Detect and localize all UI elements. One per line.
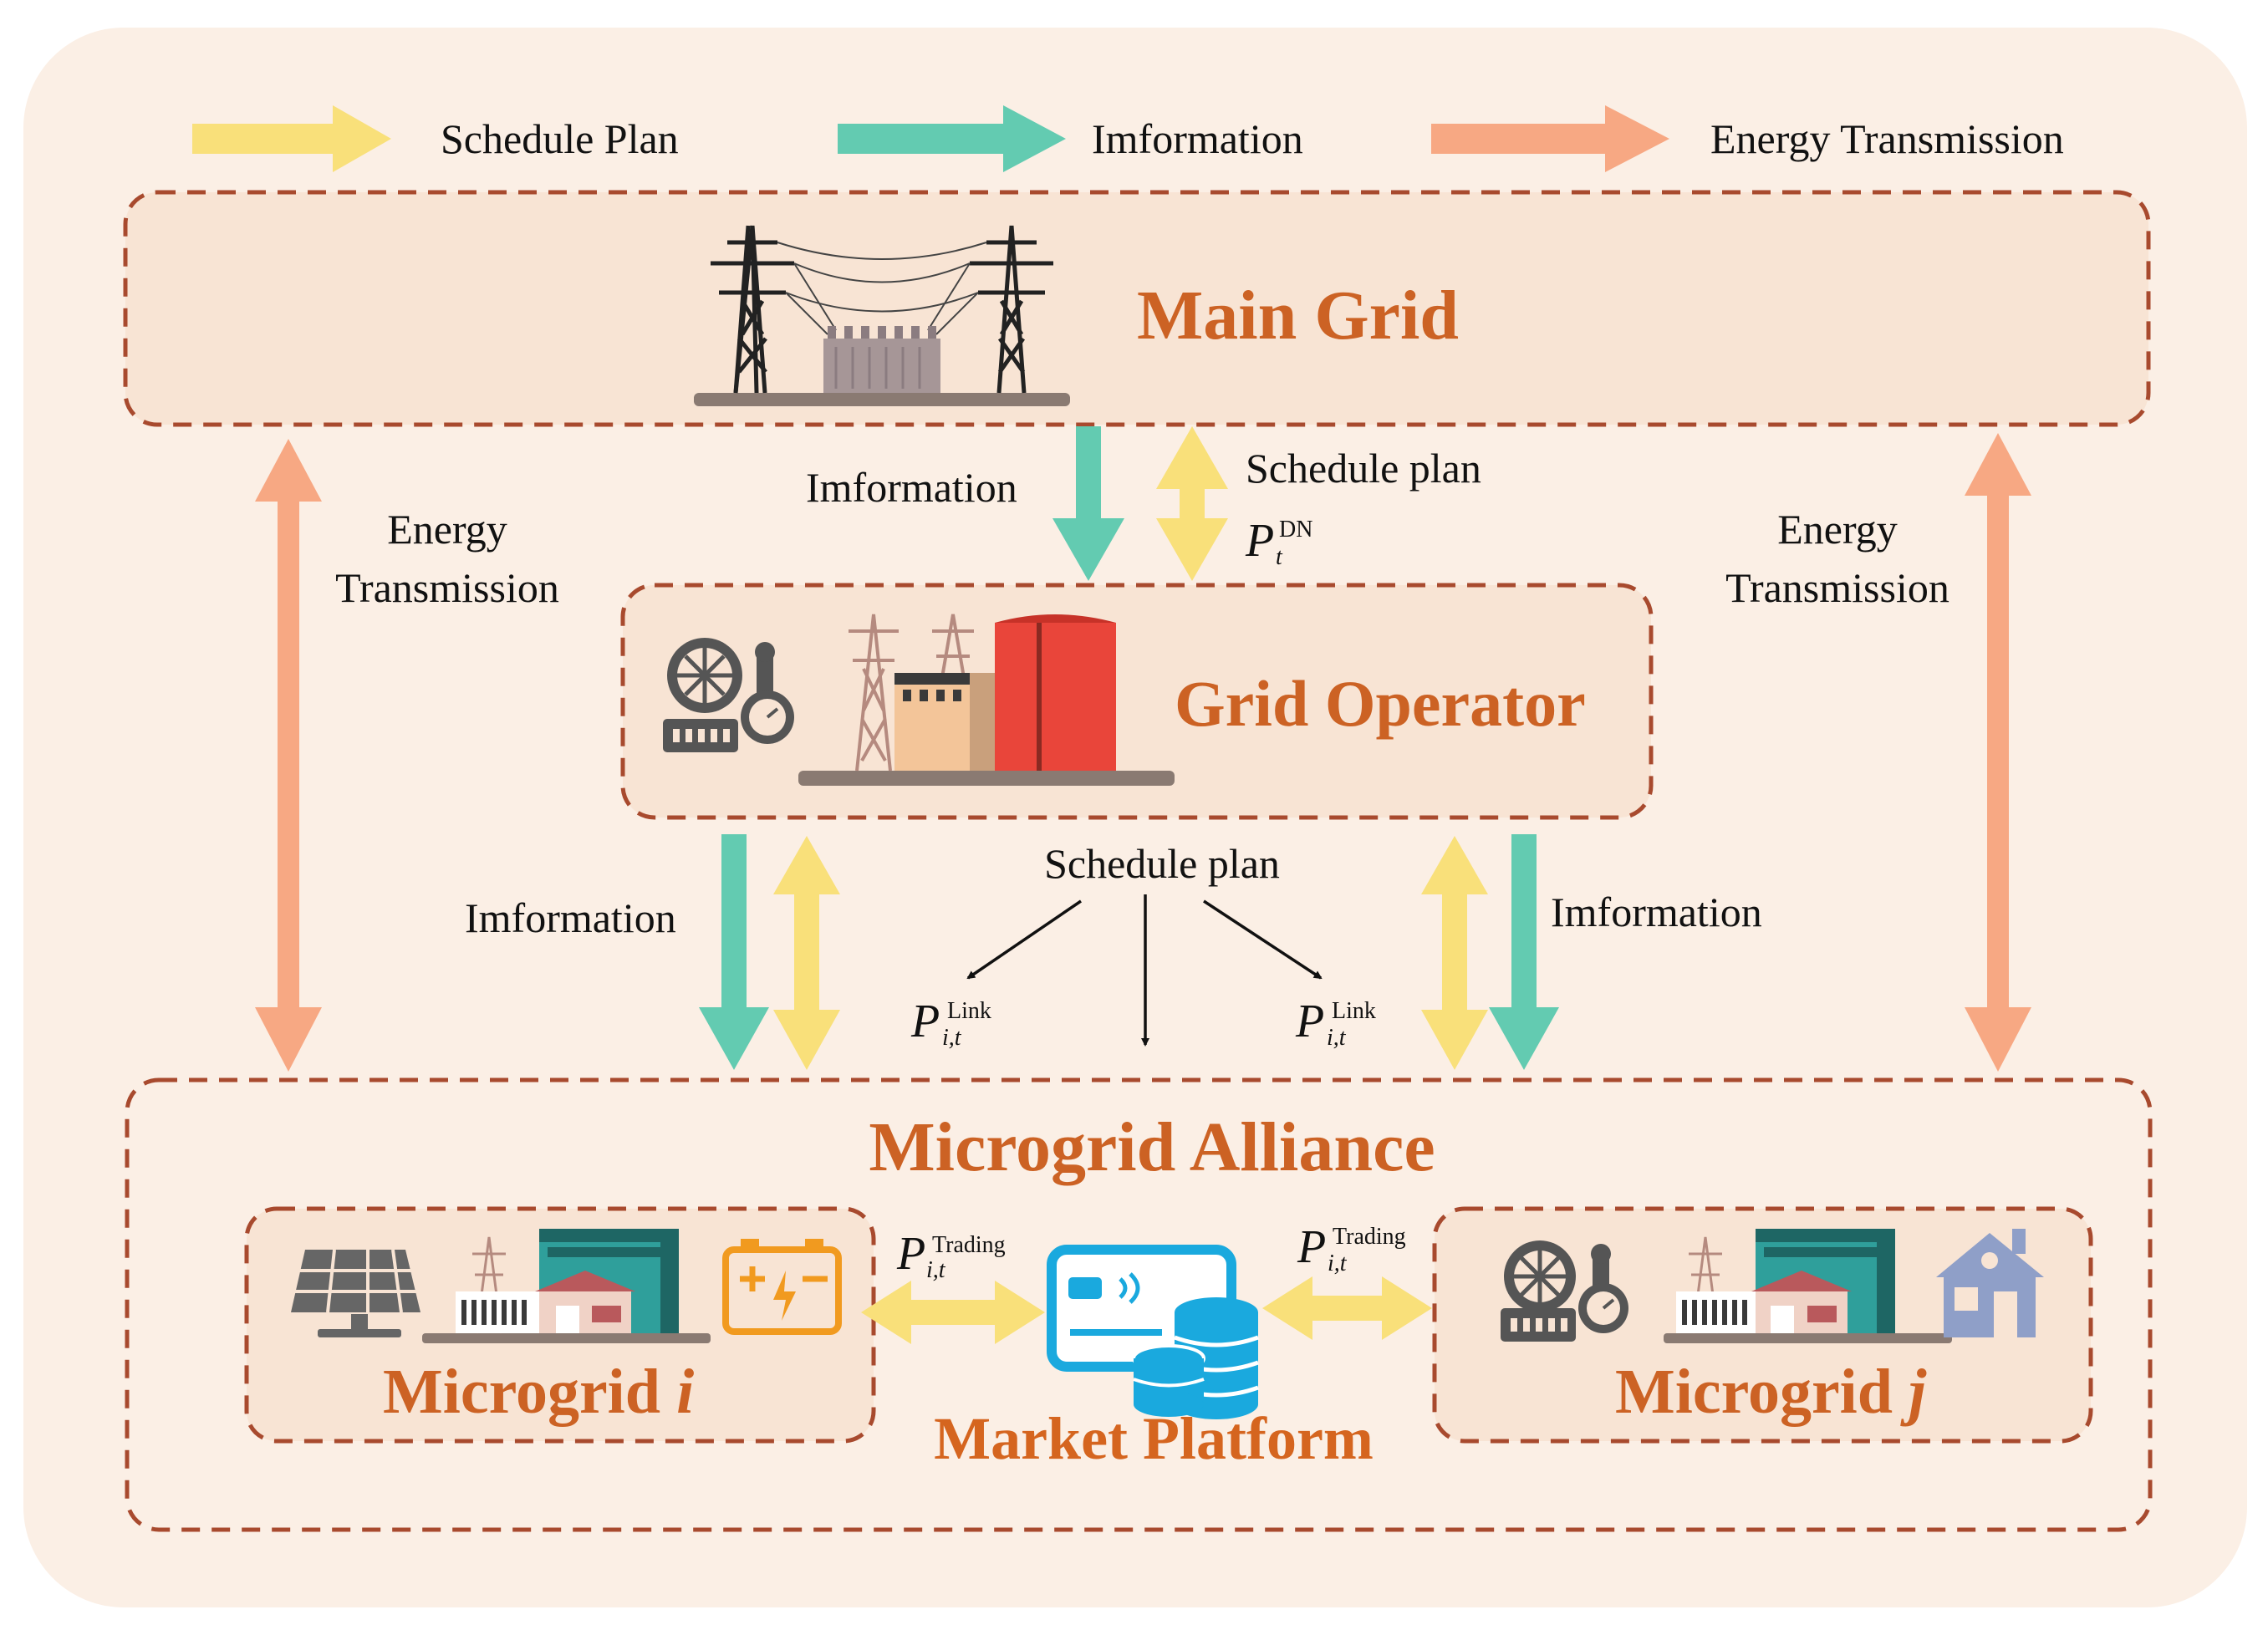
legend-energy-arrow [1431, 105, 1669, 172]
generator-icon [663, 638, 794, 752]
microgrid-i-title: Microgrid i [383, 1357, 694, 1427]
grid-operator-box [620, 583, 1654, 820]
svg-text:t: t [1276, 544, 1283, 570]
svg-text:P: P [896, 1228, 925, 1280]
svg-text:Link: Link [947, 998, 991, 1024]
market-platform-icon [1047, 1245, 1259, 1419]
battery-icon [722, 1239, 842, 1335]
industrial-building-icon-i [422, 1229, 711, 1343]
microgrid-j-title: Microgrid j [1615, 1357, 1927, 1427]
house-icon [1936, 1229, 2044, 1337]
svg-text:Microgrid j: Microgrid j [1615, 1357, 1927, 1427]
info-upper-label: Imformation [806, 464, 1017, 511]
legend: Schedule Plan Imformation Energy Transmi… [192, 105, 2064, 172]
trading-arrow-left [861, 1281, 1045, 1344]
info-arrow-operator-left [699, 834, 769, 1070]
svg-text:P: P [910, 996, 940, 1047]
svg-text:Microgrid i: Microgrid i [383, 1357, 694, 1427]
info-arrow-operator-right [1489, 834, 1559, 1070]
microgrid-alliance-box [125, 1077, 2153, 1532]
schedule-upper-label: Schedule plan [1246, 445, 1481, 492]
schedule-arrow-maingrid-operator [1156, 426, 1228, 581]
svg-text:P: P [1245, 515, 1274, 567]
schedule-arrow-operator-right [1421, 836, 1488, 1070]
svg-text:DN: DN [1279, 517, 1312, 542]
svg-text:i,t: i,t [1328, 1251, 1348, 1276]
legend-information-label: Imformation [1092, 115, 1303, 162]
svg-text:Trading: Trading [1333, 1224, 1406, 1250]
energy-right-word1: Energy [1777, 506, 1897, 553]
p-dn-formula: P DN t [1245, 515, 1312, 570]
market-platform-title: Market Platform [934, 1405, 1374, 1472]
schedule-mid-label: Schedule plan [1044, 840, 1280, 887]
svg-text:Trading: Trading [932, 1232, 1006, 1258]
svg-text:i,t: i,t [942, 1025, 962, 1051]
energy-arrow-right [1965, 433, 2031, 1072]
p-link-formula-right: P Link i,t [1295, 996, 1376, 1051]
p-trading-formula-left: P Trading i,t [896, 1228, 1006, 1283]
energy-left-word1: Energy [387, 506, 507, 553]
energy-arrow-left [255, 439, 322, 1072]
transmission-tower-icon [694, 225, 1070, 406]
energy-left-word2: Transmission [335, 564, 559, 611]
svg-text:i,t: i,t [926, 1257, 946, 1283]
info-right-label: Imformation [1551, 889, 1762, 935]
legend-energy-label: Energy Transmission [1710, 115, 2064, 162]
trading-arrow-right [1262, 1276, 1432, 1340]
main-grid-title: Main Grid [1137, 277, 1459, 354]
schedule-split-arrow-right [1203, 899, 1323, 980]
info-left-label: Imformation [465, 894, 676, 941]
info-arrow-maingrid-to-operator [1052, 426, 1124, 581]
legend-schedule-arrow [192, 105, 391, 172]
power-station-icon [798, 614, 1175, 786]
main-grid-box [123, 190, 2151, 427]
legend-schedule-label: Schedule Plan [441, 115, 679, 162]
industrial-building-icon-j [1664, 1229, 1952, 1343]
svg-text:P: P [1295, 996, 1324, 1047]
svg-text:i,t: i,t [1327, 1025, 1347, 1051]
schedule-split-arrow-left [966, 899, 1082, 980]
svg-text:Link: Link [1332, 998, 1376, 1024]
svg-text:P: P [1297, 1221, 1326, 1273]
grid-operator-title: Grid Operator [1175, 667, 1586, 740]
legend-information-arrow [838, 105, 1066, 172]
p-trading-formula-right: P Trading i,t [1297, 1221, 1406, 1276]
schedule-split-arrows [966, 894, 1323, 1047]
generator-icon-j [1501, 1240, 1628, 1342]
schedule-arrow-operator-left [773, 836, 840, 1070]
p-link-formula-left: P Link i,t [910, 996, 991, 1051]
microgrid-alliance-title: Microgrid Alliance [869, 1108, 1435, 1186]
energy-right-word2: Transmission [1725, 564, 1949, 611]
solar-panel-icon [291, 1249, 420, 1337]
